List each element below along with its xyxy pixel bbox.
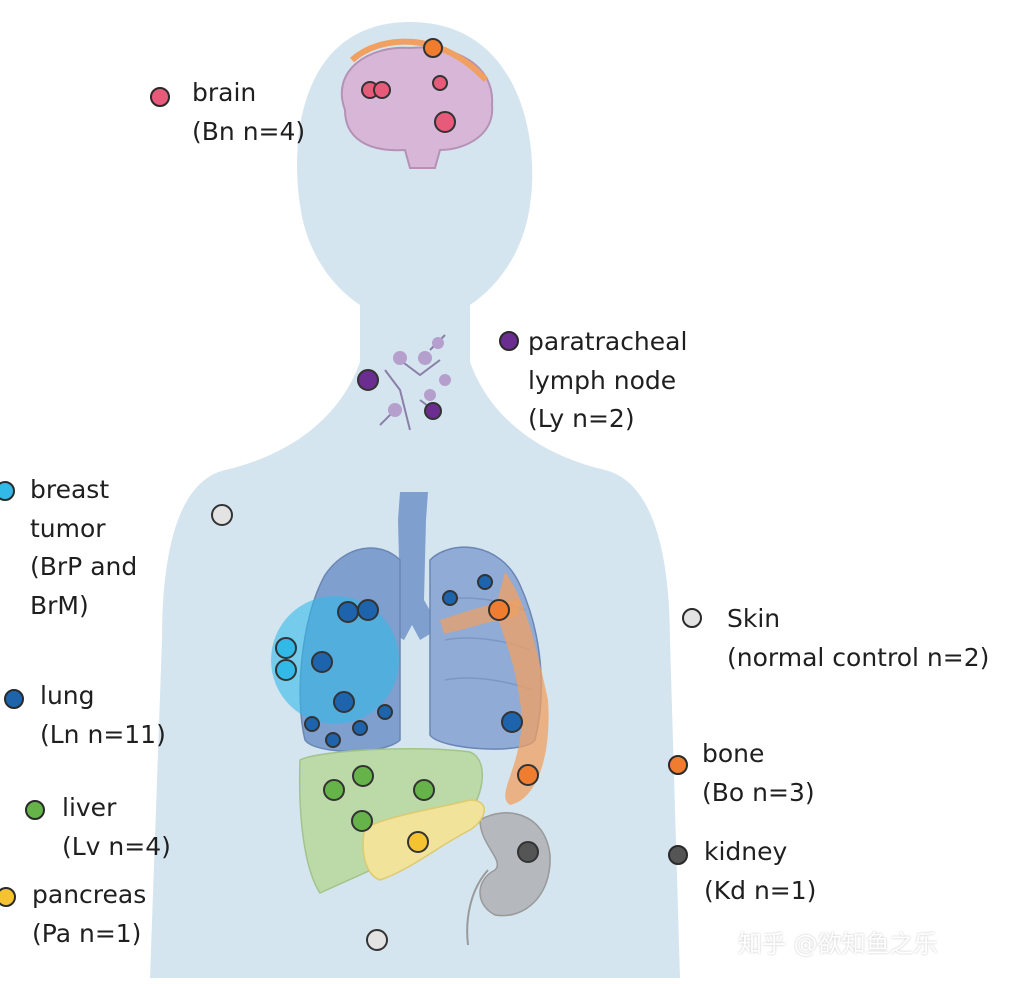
liver-label-line-1: liver (62, 793, 117, 822)
brain-label-line-1: brain (192, 78, 257, 107)
skull-bone-marker (423, 38, 443, 58)
lymph-label-line-3: (Ly n=2) (528, 404, 635, 433)
skin-label: Skin (normal control n=2) (727, 600, 989, 677)
bone-label: bone (Bo n=3) (702, 735, 815, 812)
bone-legend-dot (668, 755, 688, 775)
skin-label-line-1: Skin (727, 604, 781, 633)
pancreas-legend-dot (0, 887, 16, 907)
kidney-label-line-2: (Kd n=1) (704, 875, 817, 905)
brain-legend-dot (150, 87, 170, 107)
skin-legend-dot (682, 608, 702, 628)
liver-markers (323, 765, 435, 832)
lymph-legend-dot (499, 331, 519, 351)
brain-label-line-2: (Bn n=4) (192, 116, 306, 146)
liver-label: liver (Lv n=4) (62, 789, 171, 866)
breast-label-line-3: (BrP and (30, 552, 138, 581)
breast-label-line-2: tumor (30, 513, 106, 543)
skin-label-line-2: (normal control n=2) (727, 642, 990, 672)
kidney-marker (517, 841, 539, 863)
breast-tumor-shape (271, 596, 399, 724)
lung-label: lung (Ln n=11) (40, 677, 166, 754)
liver-legend-dot (25, 800, 45, 820)
trachea (384, 492, 440, 640)
brain-label: brain (Bn n=4) (192, 74, 305, 151)
bone-label-line-2: (Bo n=3) (702, 777, 815, 807)
watermark: 知乎 @欲知鱼之乐 (738, 930, 938, 958)
pancreas-label-line-1: pancreas (32, 880, 147, 909)
skin-markers (211, 504, 388, 951)
kidney-shape (479, 812, 551, 917)
bone-label-line-1: bone (702, 739, 765, 768)
kidney-label: kidney (Kd n=1) (704, 833, 816, 910)
breast-label-line-4: BrM) (30, 590, 89, 620)
pancreas-label: pancreas (Pa n=1) (32, 876, 146, 953)
brain-markers (361, 75, 456, 133)
breast-markers (275, 637, 297, 681)
kidney-label-line-1: kidney (704, 837, 788, 866)
lymph-nodes-small (388, 337, 451, 417)
brain-shape (340, 46, 494, 169)
lung-legend-dot (4, 689, 24, 709)
lymph-markers (357, 369, 442, 420)
pancreas-label-line-2: (Pa n=1) (32, 918, 142, 948)
bone-rib-shape (495, 572, 549, 805)
lymph-label-line-2: lymph node (528, 365, 677, 395)
pancreas-marker (407, 831, 429, 853)
kidney-legend-dot (668, 845, 688, 865)
breast-legend-dot (0, 481, 15, 501)
breast-label-line-1: breast (30, 475, 110, 504)
ureter (466, 869, 489, 946)
lung-label-line-2: (Ln n=11) (40, 719, 166, 749)
lung-label-line-1: lung (40, 681, 95, 710)
breast-label: breast tumor (BrP and BrM) (30, 471, 137, 625)
skull-arc (350, 38, 489, 83)
lymph-label-line-1: paratracheal (528, 327, 688, 356)
liver-label-line-2: (Lv n=4) (62, 831, 171, 861)
lymph-label: paratracheal lymph node (Ly n=2) (528, 323, 687, 439)
lung-markers (304, 574, 523, 748)
bone-markers (488, 599, 539, 786)
